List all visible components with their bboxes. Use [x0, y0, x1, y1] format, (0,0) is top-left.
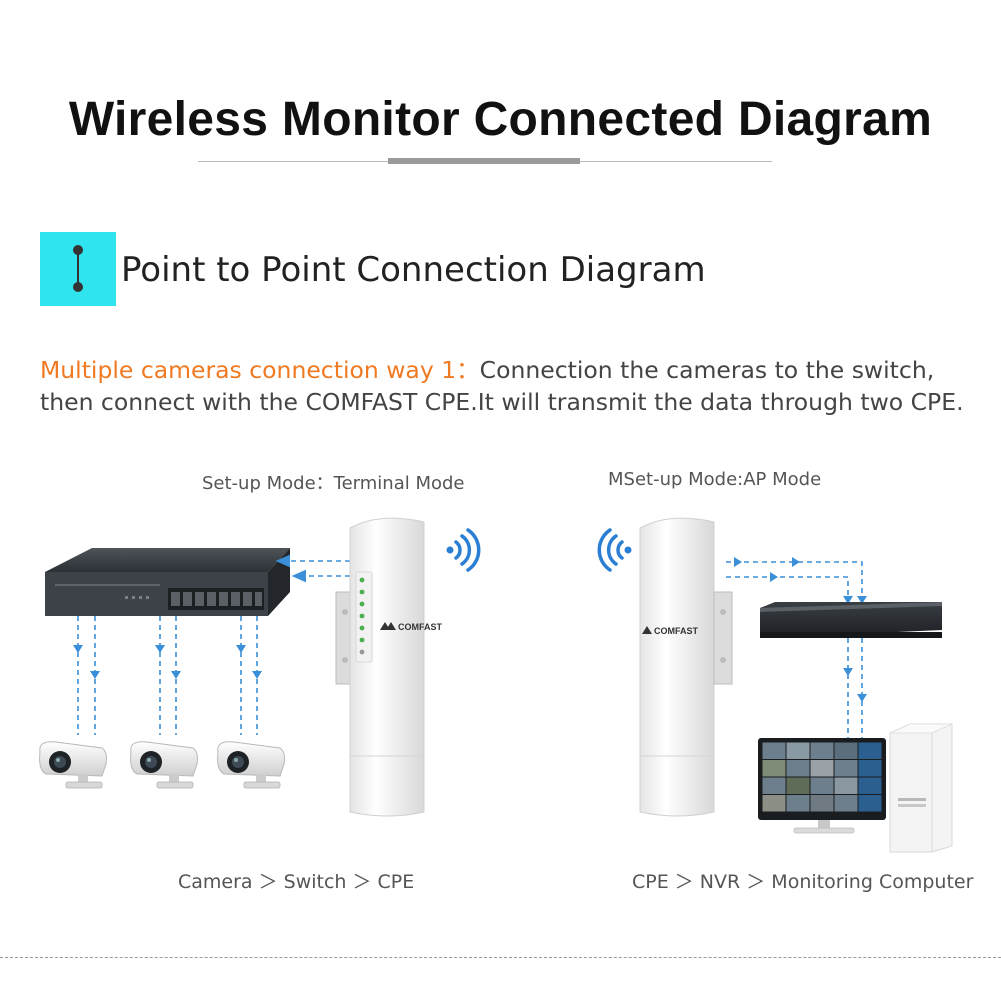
- switch-to-camera-lines: [77, 616, 258, 735]
- switch-to-cpe-lines: [275, 554, 350, 583]
- section-title: Point to Point Connection Diagram: [121, 250, 706, 290]
- camera-2: [130, 741, 198, 789]
- nvr-to-computer-arrows: [843, 668, 867, 702]
- cpe-to-nvr-arrows: [734, 557, 867, 604]
- description-highlight: Multiple cameras connection way 1：: [40, 356, 480, 384]
- description-line-1-rest: Connection the cameras to the switch,: [479, 356, 935, 384]
- point-to-point-icon: [40, 232, 116, 306]
- camera-3: [217, 741, 285, 789]
- network-switch: [45, 548, 290, 616]
- bottom-divider: [0, 957, 1001, 958]
- cpe-brand-left: COMFAST: [398, 622, 443, 632]
- cpe-device-left: COMFAST: [335, 517, 443, 817]
- wifi-signal-icon-right: [597, 528, 632, 572]
- wifi-signal-icon-left: [446, 528, 481, 572]
- left-caption: Camera ＞ Switch ＞ CPE: [178, 871, 415, 893]
- title-divider-accent: [388, 158, 580, 164]
- description-line-2: then connect with the COMFAST CPE.It wil…: [40, 388, 964, 416]
- monitoring-computer: [758, 723, 953, 853]
- comfast-logo-left: COMFAST: [380, 622, 443, 632]
- left-mode-label: Set-up Mode：Terminal Mode: [202, 473, 465, 494]
- nvr-to-computer-lines: [847, 638, 863, 738]
- nvr-device: [760, 602, 942, 638]
- description: Multiple cameras connection way 1：Connec…: [40, 354, 980, 418]
- page-title: Wireless Monitor Connected Diagram: [68, 93, 933, 146]
- cpe-to-nvr-lines: [726, 561, 863, 607]
- right-mode-label: MSet-up Mode:AP Mode: [608, 469, 822, 490]
- camera-1: [39, 741, 107, 789]
- cpe-brand-right: COMFAST: [654, 626, 699, 636]
- cpe-device-right: COMFAST: [639, 517, 733, 817]
- description-line-1: Multiple cameras connection way 1：Connec…: [40, 354, 980, 386]
- comfast-logo-right: COMFAST: [642, 626, 699, 636]
- switch-to-camera-arrows: [73, 645, 262, 679]
- right-caption: CPE ＞ NVR ＞ Monitoring Computer: [632, 871, 974, 893]
